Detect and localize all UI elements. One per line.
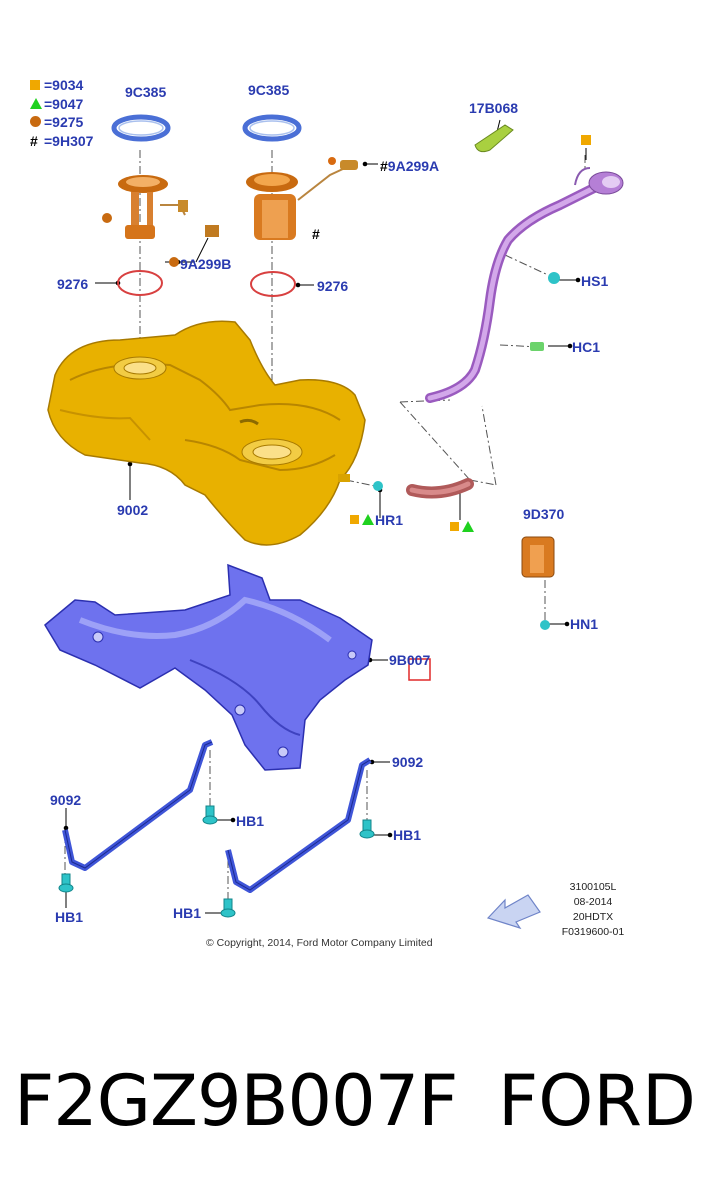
triangle-icon bbox=[30, 97, 42, 109]
part-number: F2GZ9B007F bbox=[14, 1060, 458, 1142]
label-hn1: HN1 bbox=[570, 616, 599, 632]
label-9276-right: 9276 bbox=[317, 278, 349, 294]
label-hc1: HC1 bbox=[572, 339, 601, 355]
fuel-tank-diagram: =9034 =9047 =9275 #=9H307 9C385 9C385 17… bbox=[30, 76, 625, 949]
pump-module-right bbox=[246, 157, 358, 240]
label-hs1: HS1 bbox=[581, 273, 609, 289]
brand-name: FORD bbox=[498, 1060, 696, 1142]
label-9a299a: #9A299A bbox=[380, 158, 440, 174]
hash-marker: # bbox=[312, 226, 320, 242]
heat-shield bbox=[44, 563, 373, 771]
label-9b007: 9B007 bbox=[389, 652, 431, 668]
legend-item: #=9H307 bbox=[30, 132, 94, 149]
filler-pipe bbox=[425, 167, 624, 403]
label-9a299b: 9A299B bbox=[180, 256, 232, 272]
hash-icon: # bbox=[30, 132, 38, 149]
circle-icon bbox=[30, 116, 41, 127]
direction-arrow-icon bbox=[486, 894, 541, 930]
label-17b068: 17B068 bbox=[469, 100, 519, 116]
label-9d370: 9D370 bbox=[523, 506, 565, 522]
copyright-text: © Copyright, 2014, Ford Motor Company Li… bbox=[206, 937, 433, 949]
reference-block: 3100105L 08-2014 20HDTX F0319600-01 bbox=[561, 881, 625, 938]
fuel-tank bbox=[47, 320, 366, 546]
label-9c385-left: 9C385 bbox=[125, 84, 167, 100]
label-9276-left: 9276 bbox=[57, 276, 89, 292]
legend-item: =9034 bbox=[30, 76, 93, 95]
sender-unit-left bbox=[102, 175, 219, 239]
legend-item: =9047 bbox=[30, 95, 93, 114]
diagram-art bbox=[44, 114, 624, 930]
label-hb1-c: HB1 bbox=[55, 909, 84, 925]
label-9092-right: 9092 bbox=[392, 754, 424, 770]
label-9002: 9002 bbox=[117, 502, 149, 518]
square-icon bbox=[30, 80, 40, 90]
label-hb1-d: HB1 bbox=[173, 905, 202, 921]
label-hr1: HR1 bbox=[375, 512, 404, 528]
label-9092-left: 9092 bbox=[50, 792, 82, 808]
label-hb1-b: HB1 bbox=[393, 827, 422, 843]
label-9c385-right: 9C385 bbox=[248, 82, 290, 98]
valve-9d370 bbox=[521, 536, 555, 578]
legend-item: =9275 bbox=[30, 113, 93, 132]
legend: =9034 =9047 =9275 #=9H307 bbox=[30, 76, 93, 150]
label-hb1-a: HB1 bbox=[236, 813, 265, 829]
